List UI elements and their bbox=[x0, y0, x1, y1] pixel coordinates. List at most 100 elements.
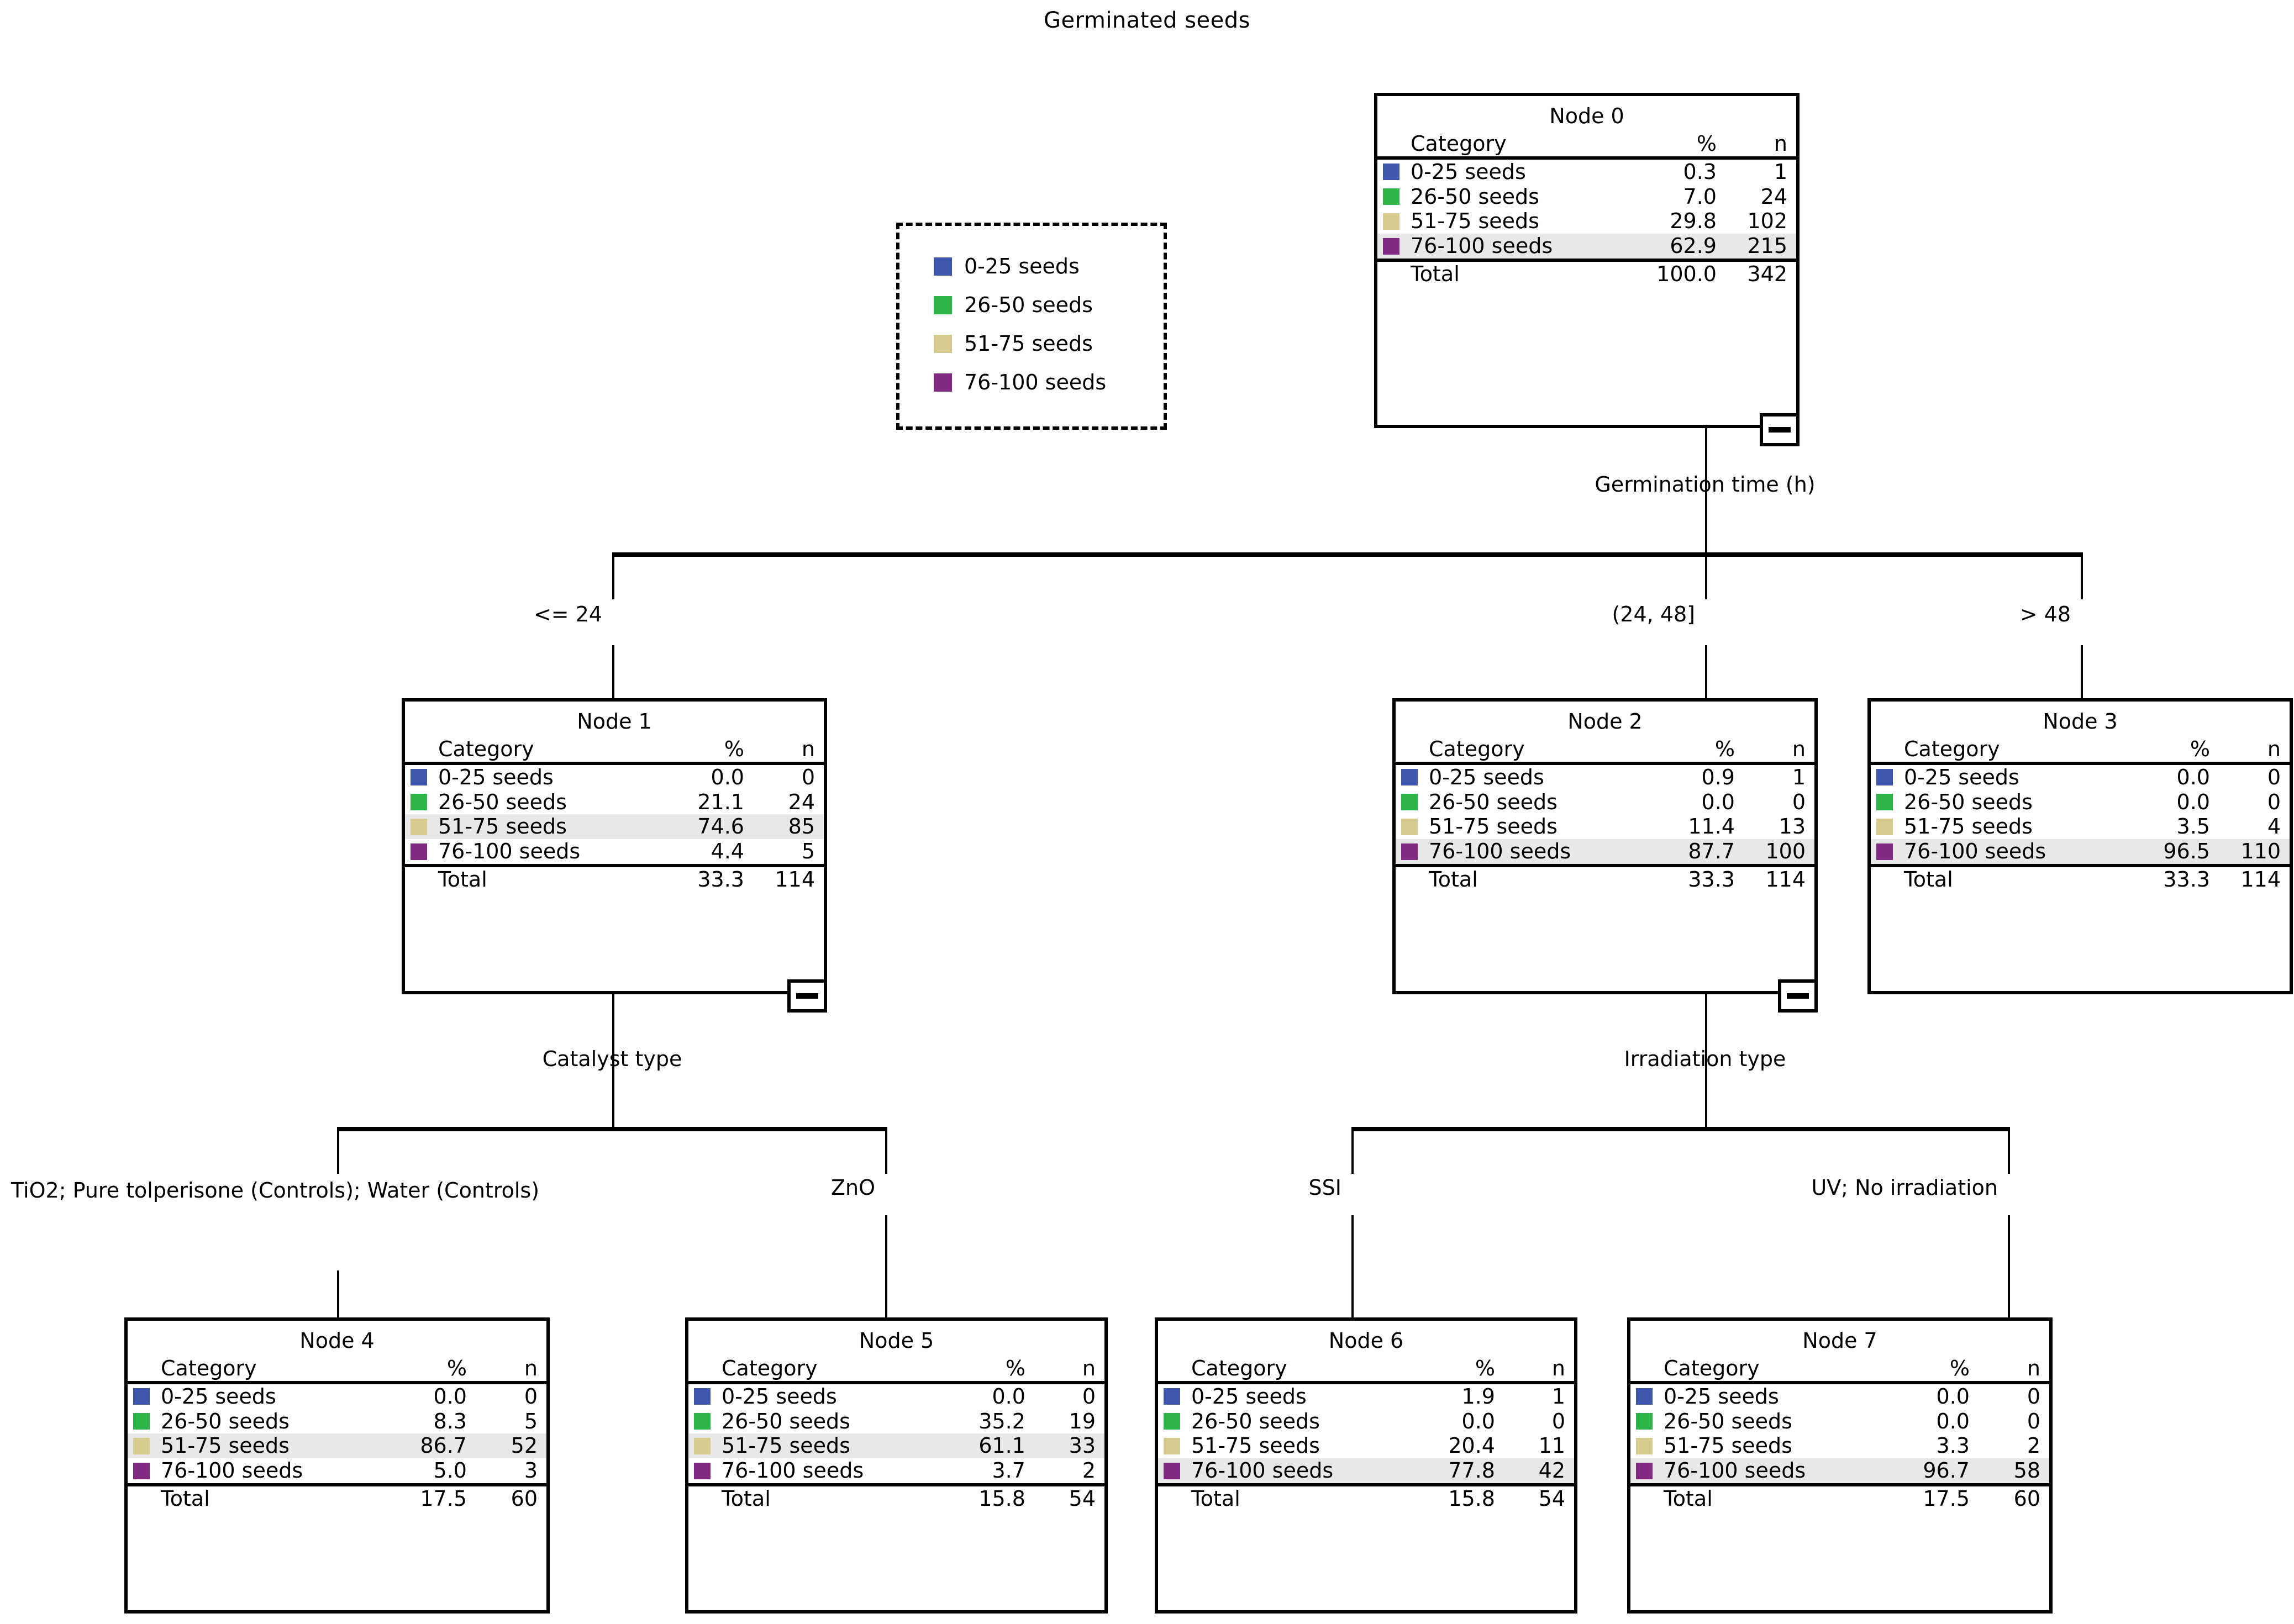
percent-cell: 0.0 bbox=[1461, 1409, 1495, 1433]
connector-to-node2-lower bbox=[1705, 645, 1707, 698]
category-cell: 51-75 seeds bbox=[1158, 1433, 1399, 1458]
category-swatch-icon bbox=[1636, 1388, 1653, 1405]
count-cell: 0 bbox=[524, 1384, 538, 1409]
category-swatch-icon bbox=[694, 1462, 711, 1479]
category-swatch-icon bbox=[411, 843, 427, 860]
connector-node1-bar bbox=[337, 1127, 887, 1131]
category-label: 0-25 seeds bbox=[1429, 764, 1544, 789]
column-header-category: Category bbox=[1904, 737, 2000, 761]
count-cell: 33 bbox=[1025, 1433, 1104, 1459]
category-label: 0-25 seeds bbox=[161, 1384, 276, 1409]
percent-cell: 7.0 bbox=[1683, 184, 1717, 209]
total-percent: 33.3 bbox=[697, 867, 744, 892]
category-cell: 26-50 seeds bbox=[1158, 1409, 1399, 1434]
legend-swatch-icon bbox=[934, 334, 952, 353]
percent-cell: 96.5 bbox=[2113, 839, 2210, 864]
category-cell: 51-75 seeds bbox=[128, 1433, 371, 1459]
category-swatch-icon bbox=[133, 1462, 150, 1479]
category-cell: 26-50 seeds bbox=[405, 790, 648, 815]
count-cell: 0 bbox=[1792, 789, 1806, 814]
percent-cell: 3.3 bbox=[1936, 1433, 1970, 1458]
count-cell: 5 bbox=[801, 839, 815, 864]
category-cell: 0-25 seeds bbox=[128, 1383, 371, 1409]
category-swatch-icon bbox=[411, 769, 427, 786]
column-header-n: n bbox=[1082, 1356, 1096, 1380]
total-count: 342 bbox=[1747, 262, 1787, 287]
category-swatch-icon bbox=[1164, 1388, 1180, 1405]
category-cell: 0-25 seeds bbox=[1377, 158, 1620, 184]
category-cell: 76-100 seeds bbox=[1396, 839, 1639, 864]
percent-cell: 0.0 bbox=[711, 764, 744, 789]
total-count: 60 bbox=[2013, 1486, 2040, 1511]
branch-label-node2-1: UV; No irradiation bbox=[1811, 1175, 1998, 1200]
total-label: Total bbox=[438, 867, 487, 892]
count-cell: 0 bbox=[1082, 1384, 1096, 1409]
category-swatch-icon bbox=[1164, 1462, 1180, 1479]
category-label: 51-75 seeds bbox=[1429, 814, 1558, 839]
collapse-button-node1[interactable] bbox=[787, 979, 827, 1013]
count-cell: 5 bbox=[524, 1409, 538, 1433]
count-cell: 0 bbox=[2267, 764, 2281, 789]
branch-label-root-0: <= 24 bbox=[533, 602, 602, 626]
category-cell: 51-75 seeds bbox=[1377, 209, 1620, 234]
legend-item-label: 0-25 seeds bbox=[964, 254, 1080, 278]
percent-cell: 3.7 bbox=[992, 1458, 1025, 1483]
percent-cell: 74.6 bbox=[648, 814, 744, 840]
column-header-percent: % bbox=[2190, 737, 2210, 761]
connector-root-bar bbox=[612, 552, 2082, 557]
total-count: 114 bbox=[1765, 867, 1806, 892]
collapse-button-node2[interactable] bbox=[1778, 979, 1818, 1013]
table-header-row: Category%n bbox=[688, 1356, 1104, 1381]
category-label: 51-75 seeds bbox=[722, 1433, 850, 1458]
category-swatch-icon bbox=[1876, 794, 1893, 811]
category-label: 76-100 seeds bbox=[1664, 1458, 1806, 1483]
column-header-percent: % bbox=[1949, 1356, 1970, 1380]
category-label: 26-50 seeds bbox=[438, 789, 567, 814]
column-header-percent: % bbox=[1475, 1356, 1495, 1380]
category-swatch-icon bbox=[694, 1413, 711, 1430]
column-header-n: n bbox=[1774, 131, 1787, 156]
category-label: 26-50 seeds bbox=[1664, 1409, 1792, 1433]
count-cell: 0 bbox=[2027, 1409, 2040, 1433]
count-cell: 110 bbox=[2209, 839, 2290, 864]
connector-to-node7-lower bbox=[2008, 1215, 2010, 1317]
connector-to-node6-upper bbox=[1351, 1127, 1354, 1174]
category-cell: 51-75 seeds bbox=[1871, 814, 2114, 839]
count-cell: 2 bbox=[1082, 1458, 1096, 1483]
collapse-button-node0[interactable] bbox=[1760, 413, 1800, 446]
category-cell: 0-25 seeds bbox=[1871, 763, 2114, 790]
connector-to-node6-lower bbox=[1351, 1215, 1354, 1317]
column-header-n: n bbox=[2267, 737, 2281, 761]
split-variable-node2: Irradiation type bbox=[1624, 1047, 1786, 1071]
total-label: Total bbox=[1411, 262, 1460, 287]
column-header-percent: % bbox=[1714, 737, 1735, 761]
category-swatch-icon bbox=[1383, 238, 1399, 255]
count-cell: 58 bbox=[1969, 1458, 2049, 1484]
percent-cell: 87.7 bbox=[1638, 839, 1735, 864]
table-header-row: Category%n bbox=[1158, 1356, 1574, 1381]
